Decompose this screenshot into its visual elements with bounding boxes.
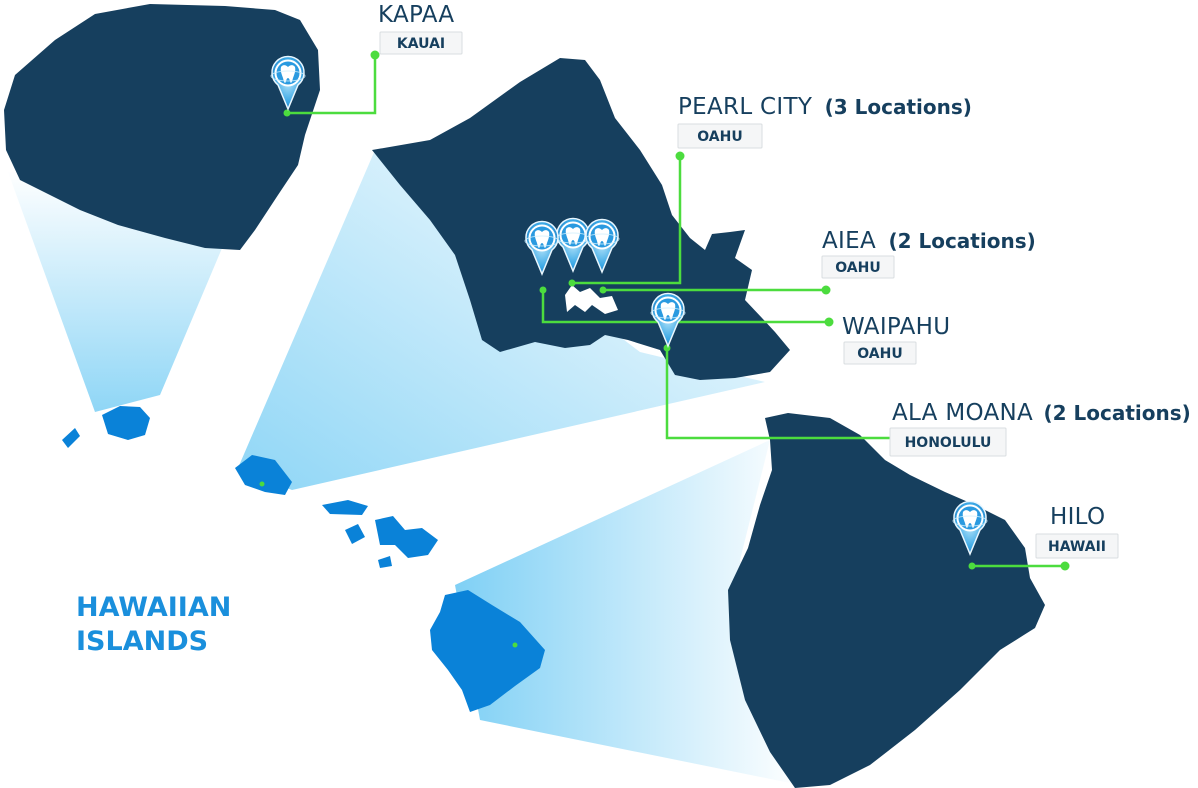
location-title: AIEA (2 Locations) [822, 228, 1036, 254]
big-island-small-marker [512, 642, 518, 648]
location-hilo[interactable]: HILO HAWAII [1035, 504, 1119, 559]
kauai-island-large [4, 4, 320, 250]
big-island-small [430, 590, 545, 712]
location-name: ALA MOANA [892, 400, 1033, 426]
molokai-island-small [322, 500, 368, 515]
hawaiian-islands-overview [62, 406, 545, 712]
location-name: PEARL CITY [678, 94, 813, 120]
location-name: KAPAA [378, 2, 454, 28]
lanai-island-small [345, 524, 365, 544]
island-badge: KAUAI [397, 36, 445, 52]
island-badge: OAHU [835, 260, 880, 276]
kapaa-connector [287, 55, 377, 115]
island-badge: OAHU [697, 129, 742, 145]
island-badge: HONOLULU [905, 435, 992, 451]
big-island-large [728, 413, 1045, 788]
oahu-small-marker [259, 481, 265, 487]
island-badge: OAHU [857, 346, 902, 362]
location-title: ALA MOANA (2 Locations) [892, 400, 1191, 426]
location-count: (2 Locations) [1044, 401, 1191, 425]
big-island-projection-beam [455, 440, 800, 785]
niihau-island-small [62, 428, 80, 448]
location-aiea[interactable]: AIEA (2 Locations) OAHU [821, 228, 1036, 279]
kahoolawe-island-small [378, 556, 392, 568]
location-name: WAIPAHU [842, 314, 950, 340]
location-name: AIEA [822, 228, 876, 254]
map-title-line-2: ISLANDS [76, 626, 208, 657]
island-badge: HAWAII [1048, 539, 1106, 555]
oahu-island-small [235, 455, 292, 495]
maui-island-small [375, 516, 438, 558]
connector-dots [283, 50, 1070, 571]
oahu-island-large [372, 58, 790, 380]
location-waipahu[interactable]: WAIPAHU OAHU [842, 314, 950, 365]
location-ala-moana[interactable]: ALA MOANA (2 Locations) HONOLULU [889, 400, 1191, 457]
map-title-line-1: HAWAIIAN [76, 592, 231, 623]
location-count: (3 Locations) [825, 95, 972, 119]
location-title: PEARL CITY (3 Locations) [678, 94, 972, 120]
pearl-city-connector [572, 156, 682, 285]
location-pearl-city[interactable]: PEARL CITY (3 Locations) OAHU [677, 94, 972, 149]
waipahu-connector [541, 290, 829, 324]
pearl-harbor-water [565, 285, 618, 314]
ala-moana-connector [665, 348, 900, 440]
location-name: HILO [1050, 504, 1105, 530]
location-kapaa[interactable]: KAPAA KAUAI [378, 2, 463, 55]
location-count: (2 Locations) [888, 229, 1035, 253]
connector-lines [287, 55, 1065, 568]
kauai-island-small [102, 406, 150, 440]
